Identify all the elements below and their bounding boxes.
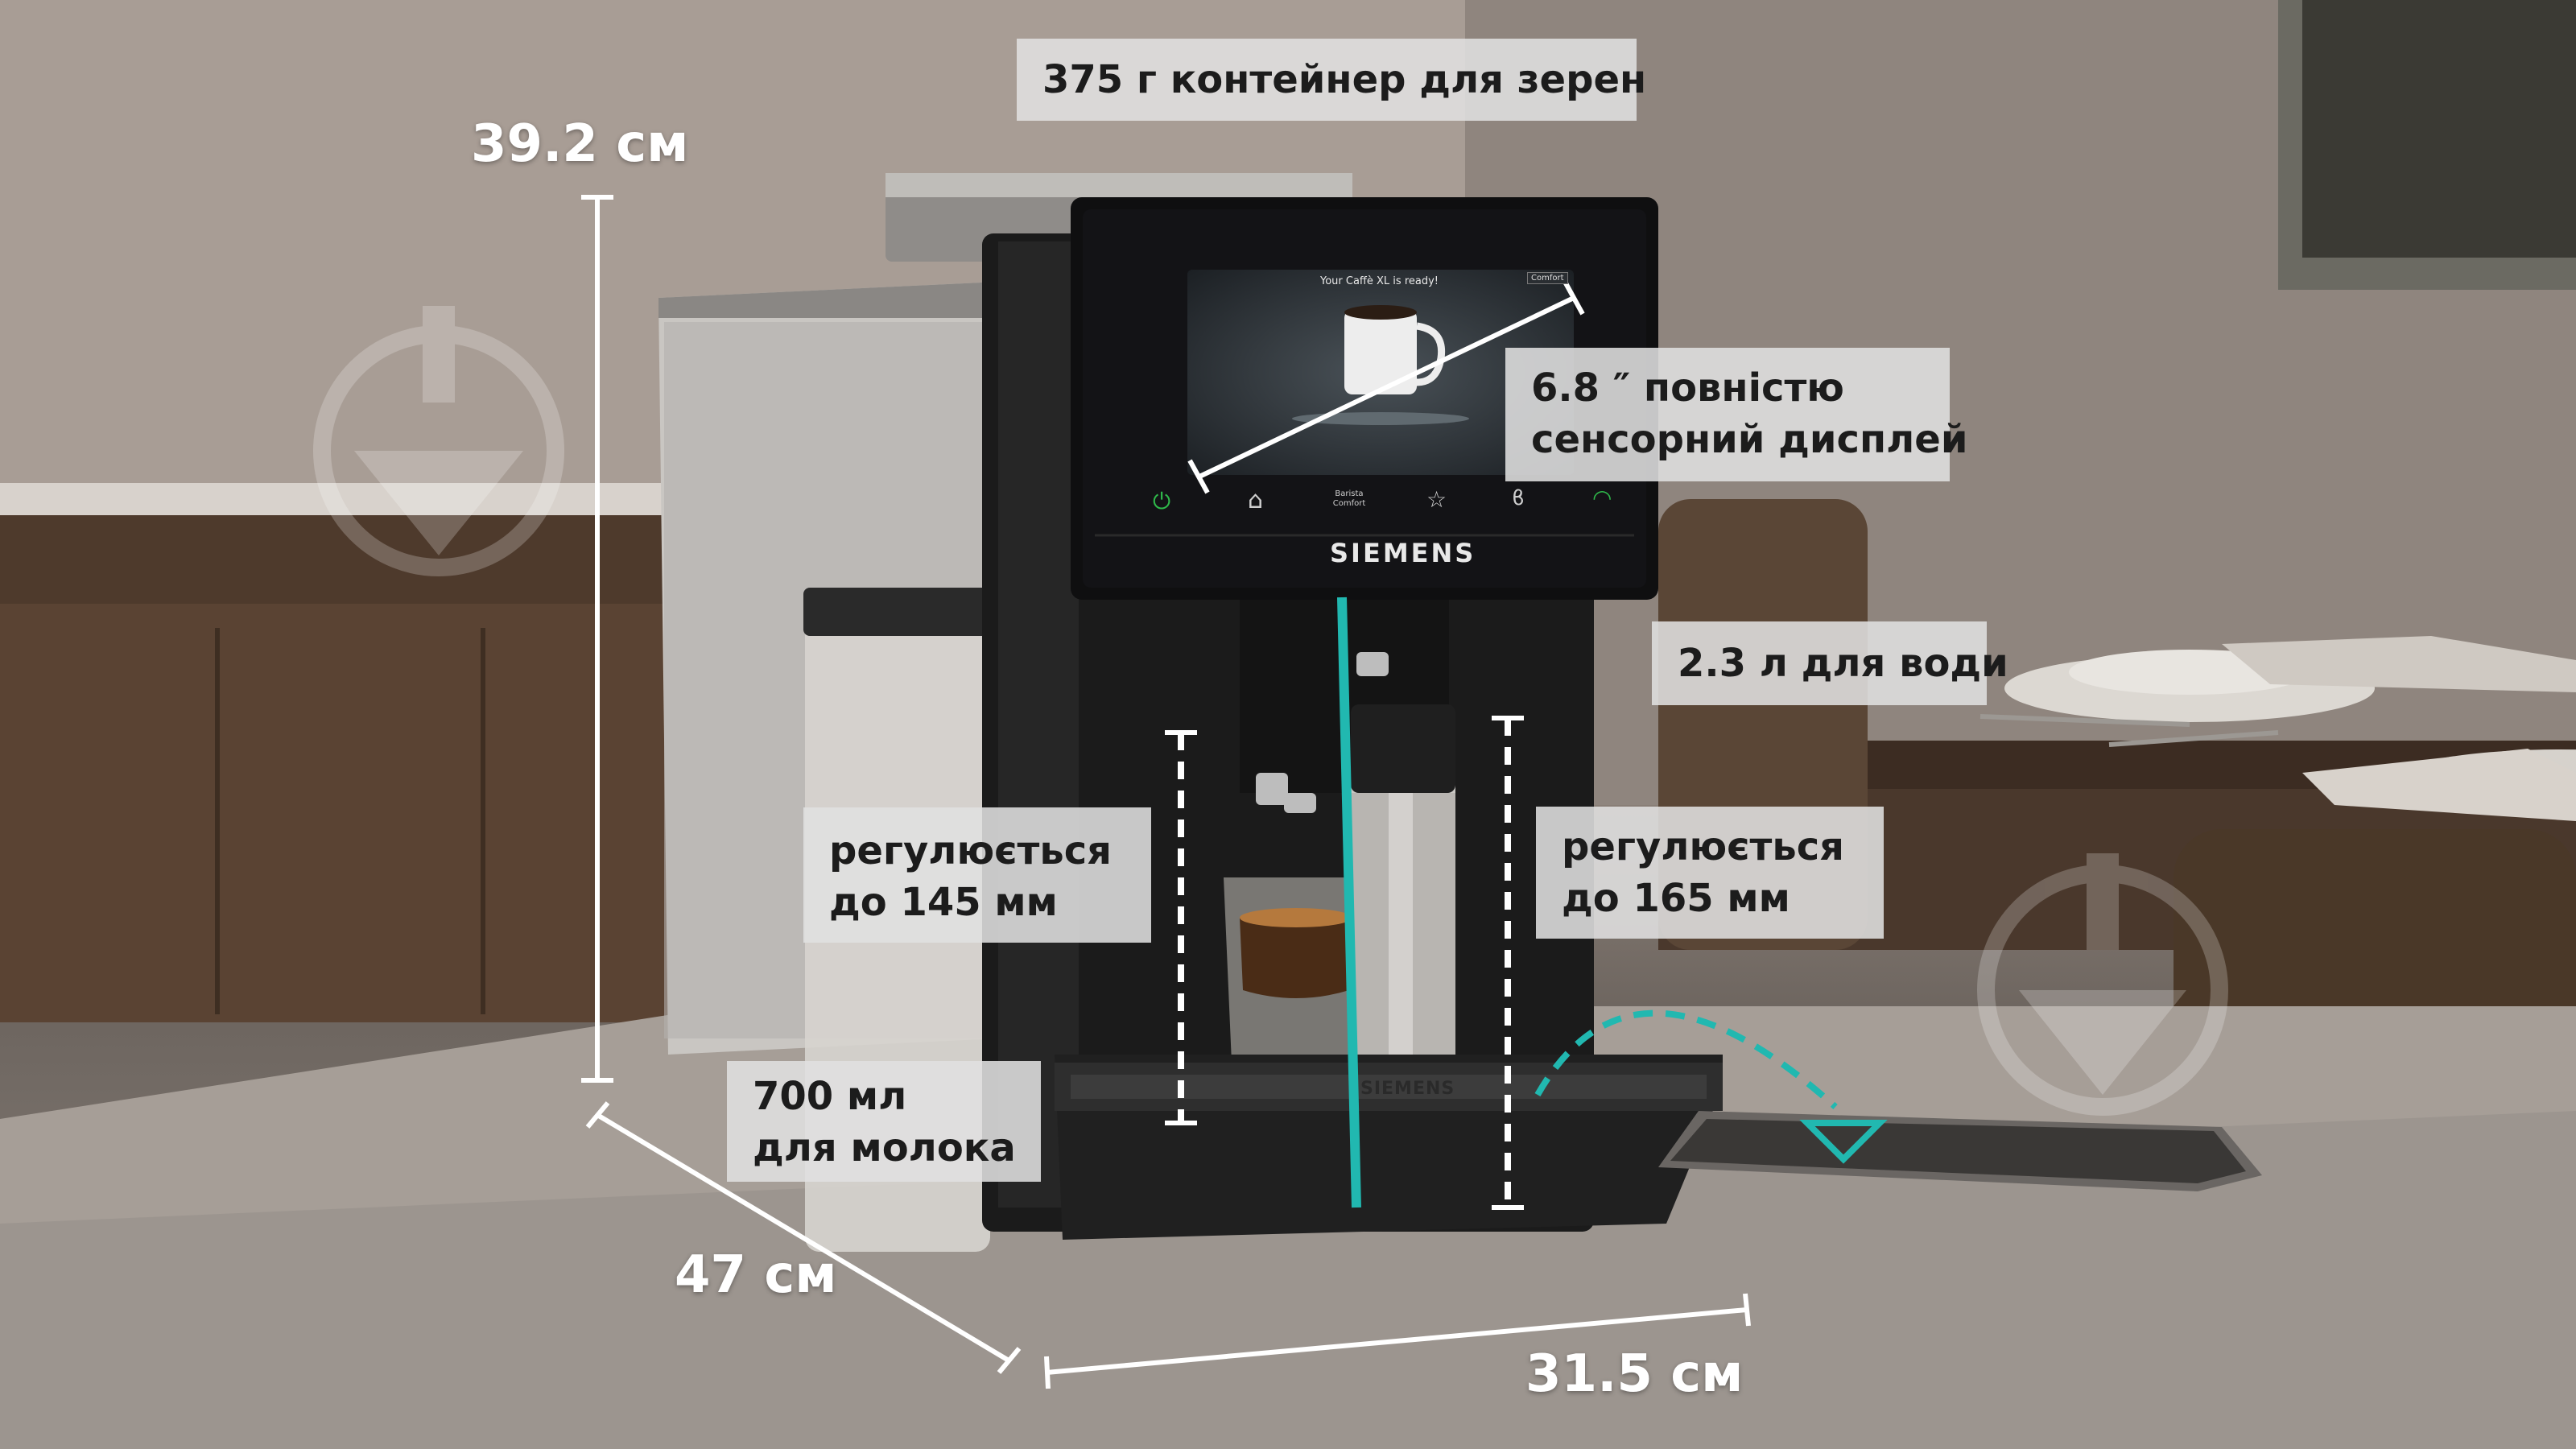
- drink-icon[interactable]: ϐ: [1512, 486, 1525, 510]
- display-button-row: ⏻ ⌂ Barista Comfort ☆ ϐ ◠: [1143, 483, 1626, 523]
- favorite-star-icon[interactable]: ☆: [1426, 486, 1447, 513]
- mode-icon[interactable]: Barista Comfort: [1332, 489, 1366, 508]
- bean-container-label: 375 г контейнер для зерен: [1017, 39, 1647, 121]
- milk-line2: для молока: [753, 1125, 1016, 1170]
- milk-line1: 700 мл: [753, 1074, 907, 1119]
- height-dimension-text: 39.2 см: [471, 114, 689, 174]
- depth-dimension-text: 47 см: [675, 1245, 837, 1305]
- down-arrow-icon: [1799, 1120, 1888, 1164]
- adjust-right-line1: регулюється: [1562, 824, 1844, 869]
- screen-diagonal-line: [1198, 295, 1575, 479]
- width-dimension-line: [1046, 1307, 1748, 1375]
- watermark-right: [1977, 853, 2228, 1116]
- display-size-label: 6.8 ″ повністю сенсорний дисплей: [1505, 348, 1968, 481]
- adjust-right-line2: до 165 мм: [1562, 876, 1790, 921]
- brand-logo-mug: SIEMENS: [1360, 1079, 1455, 1099]
- display-size-line2: сенсорний дисплей: [1531, 417, 1968, 462]
- teal-center-line: [1337, 597, 1361, 1208]
- power-icon[interactable]: ⏻: [1153, 488, 1171, 514]
- home-icon[interactable]: ⌂: [1248, 486, 1264, 514]
- milk-container-label: 700 мл для молока: [727, 1061, 1041, 1182]
- display-size-line1: 6.8 ″ повністю: [1531, 365, 1844, 411]
- drip-tray-arc: [1534, 1009, 1838, 1109]
- adjust-left-line2: до 145 мм: [829, 880, 1058, 925]
- water-tank-label: 2.3 л для води: [1652, 621, 2008, 705]
- width-dimension-text: 31.5 см: [1525, 1344, 1744, 1404]
- watermark-left: [313, 306, 564, 576]
- wifi-icon[interactable]: ◠: [1592, 485, 1612, 511]
- adjust-right-label: регулюється до 165 мм: [1536, 807, 1884, 939]
- adjust-left-line1: регулюється: [829, 828, 1112, 873]
- adjust-left-label: регулюється до 145 мм: [803, 807, 1151, 943]
- brand-logo-display: SIEMENS: [1330, 538, 1476, 568]
- water-tank-text: 2.3 л для води: [1678, 641, 2008, 686]
- display-badge: Comfort: [1527, 272, 1568, 284]
- depth-dimension-line: [596, 1113, 1010, 1363]
- display-message: Your Caffè XL is ready!: [1320, 275, 1439, 287]
- bean-container-text: 375 г контейнер для зерен: [1042, 57, 1647, 102]
